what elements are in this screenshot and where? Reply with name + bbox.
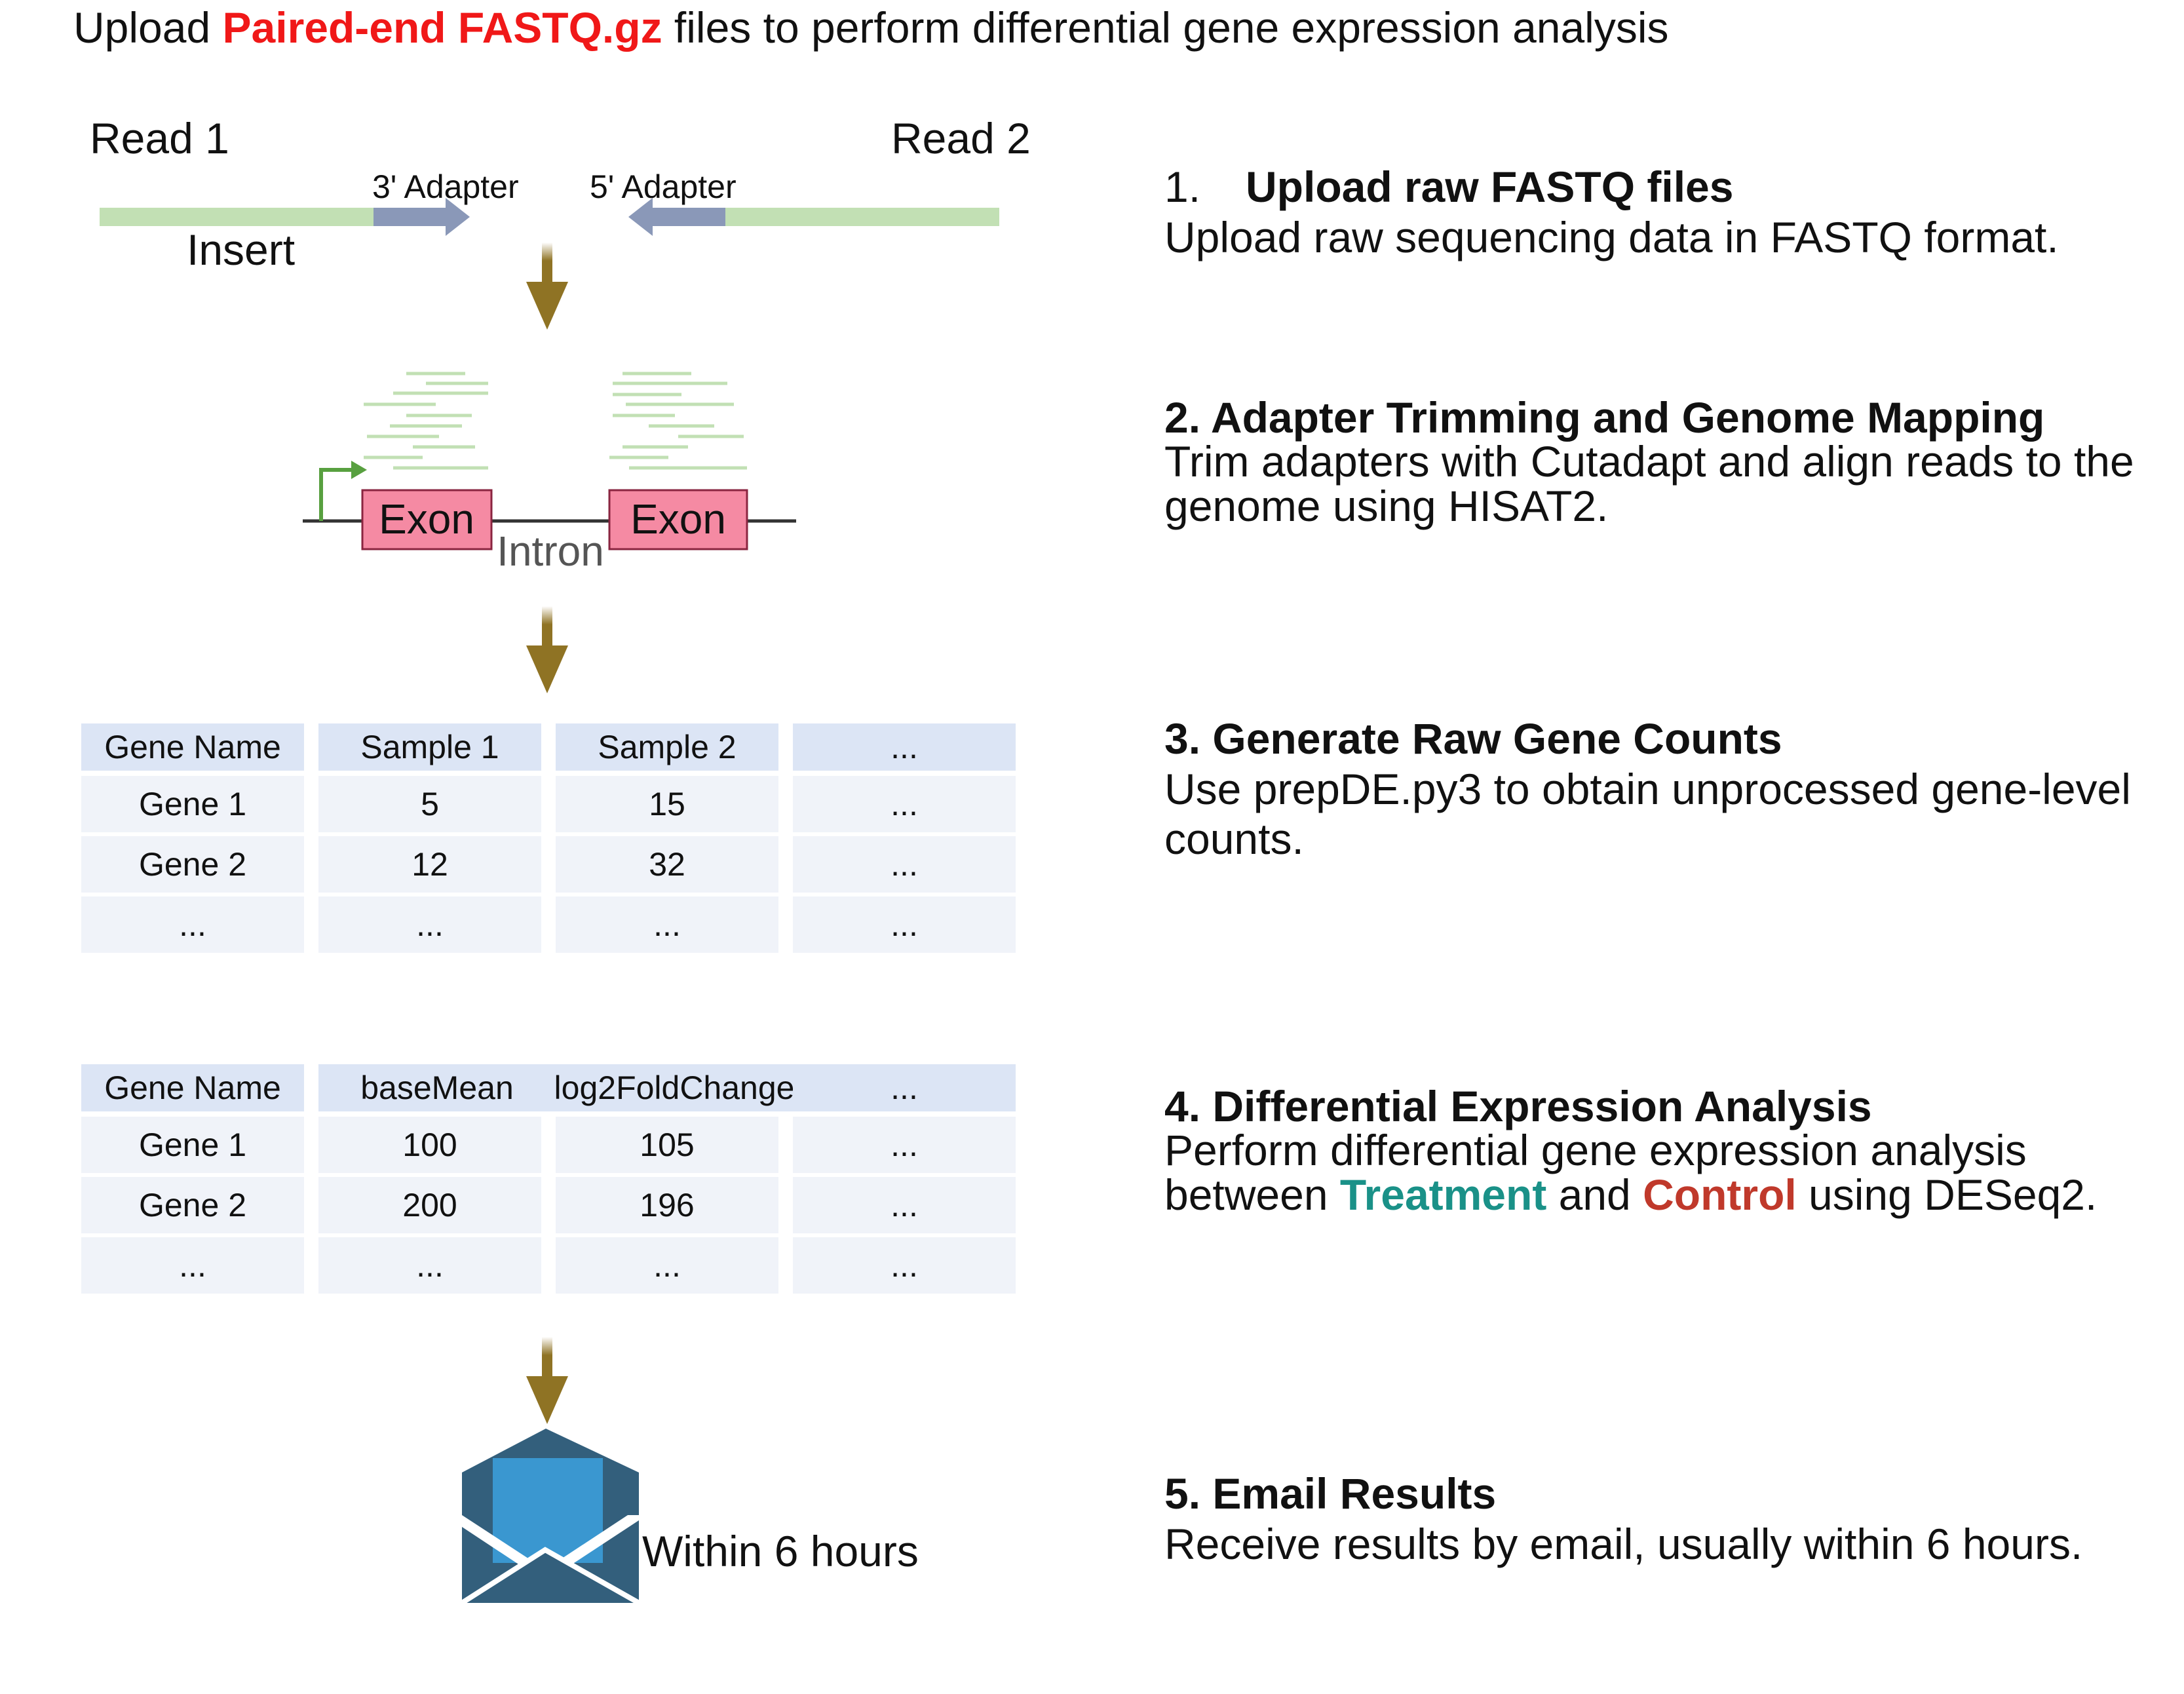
deseq-table-cell: ... — [793, 1237, 1016, 1294]
intron-label: Intron — [497, 528, 604, 575]
counts-table-cell: Gene 2 — [81, 836, 304, 893]
control-label: Control — [1643, 1170, 1797, 1219]
deseq-table-header-cell: log2FoldChange — [554, 1064, 794, 1111]
exon1-box — [361, 489, 493, 550]
flow-arrow-1 — [526, 242, 568, 330]
step-4: 4. Differential Expression Analysis Perf… — [1164, 1085, 2174, 1217]
deseq-table-cell: Gene 1 — [81, 1117, 304, 1173]
step-3: 3. Generate Raw Gene Counts Use prepDE.p… — [1164, 717, 2174, 864]
step-5-title: 5. Email Results — [1164, 1469, 1497, 1518]
counts-table-cell: 15 — [556, 776, 778, 832]
adapter3-arrow — [374, 198, 470, 236]
counts-table-header-cell: Sample 2 — [556, 723, 778, 771]
treatment-label: Treatment — [1339, 1170, 1547, 1219]
adapter3-label: 3' Adapter — [372, 168, 519, 205]
step-1-number: 1. — [1164, 163, 1201, 211]
step-5-desc: Receive results by email, usually within… — [1164, 1520, 2083, 1568]
deseq-table-cell: Gene 2 — [81, 1177, 304, 1233]
title-suffix: files to perform differential gene expre… — [662, 3, 1669, 52]
read2-label: Read 2 — [891, 114, 1031, 163]
counts-table-header-cell: Gene Name — [81, 723, 304, 771]
counts-table-cell: ... — [318, 896, 541, 953]
deseq-table-cell: 105 — [556, 1117, 778, 1173]
step-5: 5. Email Results Receive results by emai… — [1164, 1472, 2174, 1566]
counts-table-cell: ... — [793, 776, 1016, 832]
exon1-label: Exon — [379, 495, 474, 543]
counts-table-cell: 5 — [318, 776, 541, 832]
counts-table-cell: ... — [793, 896, 1016, 953]
paired-read-diagram: Read 1 Read 2 3' Adapter 5' Adapter Inse… — [90, 114, 1031, 274]
title-highlight: Paired-end FASTQ.gz — [222, 3, 662, 52]
tss-arrowhead — [351, 461, 367, 479]
step-4-desc: Perform differential gene expression ana… — [1164, 1128, 2174, 1217]
step-4-desc-line1: Perform differential gene expression ana… — [1164, 1126, 2027, 1174]
page-title: Upload Paired-end FASTQ.gz files to perf… — [73, 3, 1669, 52]
deseq-table-cell: 100 — [318, 1117, 541, 1173]
adapter5-arrow — [628, 198, 725, 236]
adapter5-label: 5' Adapter — [590, 168, 737, 205]
counts-table-cell: Gene 1 — [81, 776, 304, 832]
flow-arrow-2 — [526, 606, 568, 693]
counts-table-cell: 32 — [556, 836, 778, 893]
step-4-desc-pre: between — [1164, 1170, 1340, 1219]
title-prefix: Upload — [73, 3, 223, 52]
step-4-desc-post: using DESeq2. — [1796, 1170, 2098, 1219]
tss-arrow — [319, 468, 354, 521]
deseq-table-cell: ... — [793, 1117, 1016, 1173]
step-1-desc: Upload raw sequencing data in FASTQ form… — [1164, 213, 2059, 261]
email-envelope-icon — [460, 1429, 640, 1606]
deseq-table-cell: ... — [556, 1237, 778, 1294]
deseq-table-cell: 196 — [556, 1177, 778, 1233]
aligned-reads-exon2 — [609, 372, 747, 470]
deseq-table-header-cell: Gene Name — [81, 1064, 304, 1111]
step-1-title: Upload raw FASTQ files — [1246, 163, 1734, 211]
counts-table-cell: ... — [556, 896, 778, 953]
step-3-title: 3. Generate Raw Gene Counts — [1164, 714, 1782, 763]
step-4-title: 4. Differential Expression Analysis — [1164, 1082, 1872, 1130]
deseq-table-header-cell: baseMean — [318, 1064, 556, 1111]
gene-model: Exon Exon Intron — [303, 461, 796, 575]
counts-table-cell: ... — [793, 836, 1016, 893]
step-3-desc: Use prepDE.py3 to obtain unprocessed gen… — [1164, 765, 2131, 863]
step-1-heading: 1. Upload raw FASTQ files — [1164, 165, 2174, 208]
step-2: 2. Adapter Trimming and Genome Mapping T… — [1164, 396, 2174, 528]
deseq-table-cell: ... — [81, 1237, 304, 1294]
flow-arrow-3 — [526, 1337, 568, 1424]
counts-table-header-cell: ... — [793, 723, 1016, 771]
read1-insert-bar — [100, 208, 375, 226]
deseq-table-header-cell: ... — [793, 1064, 1016, 1111]
counts-table-cell: 12 — [318, 836, 541, 893]
step-1: 1. Upload raw FASTQ files Upload raw sequ… — [1164, 165, 2174, 260]
step-2-title: 2. Adapter Trimming and Genome Mapping — [1164, 393, 2045, 442]
read2-insert-bar — [724, 208, 999, 226]
insert-label: Insert — [187, 225, 295, 274]
aligned-reads-exon1 — [364, 372, 488, 470]
deseq-table-cell: ... — [318, 1237, 541, 1294]
exon2-box — [608, 489, 748, 550]
counts-table-header-cell: Sample 1 — [318, 723, 541, 771]
deseq-table-cell: ... — [793, 1177, 1016, 1233]
counts-table-cell: ... — [81, 896, 304, 953]
read1-label: Read 1 — [90, 114, 229, 163]
email-time-note: Within 6 hours — [642, 1527, 919, 1575]
step-4-desc-mid: and — [1546, 1170, 1643, 1219]
exon2-label: Exon — [630, 495, 726, 543]
deseq-table-cell: 200 — [318, 1177, 541, 1233]
step-2-desc: Trim adapters with Cutadapt and align re… — [1164, 437, 2134, 530]
